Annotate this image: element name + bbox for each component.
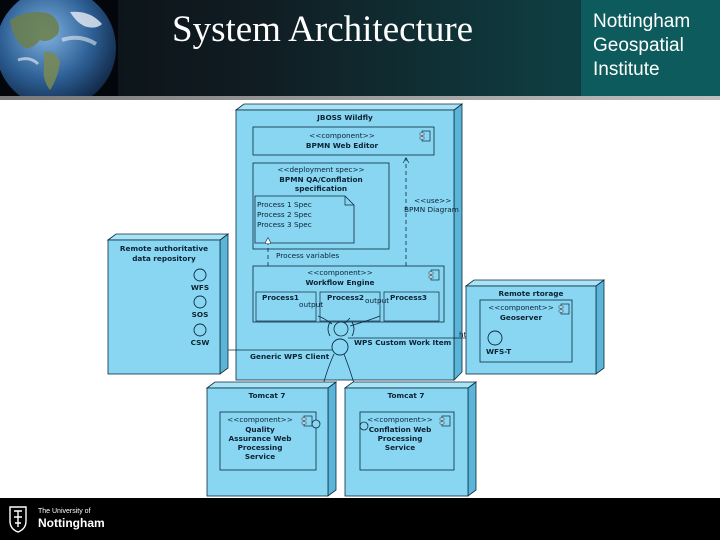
conflation-service-interface: [359, 421, 369, 431]
remote-repository-node: Remote authoritative data repository WFS…: [106, 233, 230, 375]
bpmn-web-editor-component: <<component>> BPMN Web Editor: [252, 126, 435, 156]
document-artifact: [254, 195, 355, 244]
component-stereotype: <<component>>: [307, 268, 373, 277]
process-variables-label: Process variables: [276, 251, 339, 260]
slide-footer: The University of Nottingham: [0, 498, 720, 540]
process-label: Process2: [327, 293, 364, 302]
deploy-spec-name: specification: [295, 184, 347, 193]
tomcat-node-conflation: Tomcat 7 <<component>> Conflation Web Pr…: [343, 381, 478, 497]
component-name: Quality: [245, 425, 275, 434]
tomcat-node-qa: Tomcat 7 <<component>> Quality Assurance…: [205, 381, 338, 497]
component-stereotype: <<component>>: [227, 415, 293, 424]
bpmn-diagram-label: BPMN Diagram: [404, 205, 459, 214]
node-title: Tomcat 7: [388, 391, 425, 400]
slide-title: System Architecture: [172, 9, 474, 50]
component-stereotype: <<component>>: [309, 131, 375, 140]
process-label: Process3: [390, 293, 427, 302]
component-name: Service: [245, 452, 275, 461]
wfs-t-interface: [487, 330, 503, 346]
interface-label: WFS: [191, 283, 209, 292]
component-stereotype: <<component>>: [488, 303, 554, 312]
wps-custom-work-item: WPS Custom Work Item: [354, 338, 452, 347]
process-spec: Process 3 Spec: [257, 220, 312, 229]
qa-service-interface: [311, 419, 321, 429]
node-title: Remote rtorage: [499, 289, 564, 298]
university-name: Nottingham: [38, 516, 105, 530]
institute-line: Geospatial: [593, 35, 684, 56]
component-icon: [439, 415, 451, 427]
component-icon: [419, 130, 431, 142]
deployment-spec: <<deployment spec>> BPMN QA/Conflation s…: [252, 162, 390, 250]
component-name: BPMN Web Editor: [306, 141, 379, 150]
sos-interface: [193, 295, 207, 309]
workflow-engine-component: <<component>> Workflow Engine Process1 P…: [252, 265, 445, 323]
component-icon: [558, 303, 570, 315]
wfs-interface: [193, 268, 207, 282]
institute-logo: Nottingham Geospatial Institute: [581, 0, 720, 96]
deploy-spec-name: BPMN QA/Conflation: [279, 175, 362, 184]
node-title: Tomcat 7: [249, 391, 286, 400]
component-stereotype: <<component>>: [367, 415, 433, 424]
institute-line: Institute: [593, 59, 660, 80]
node-title: Remote authoritative: [120, 244, 208, 253]
component-name: Service: [385, 443, 415, 452]
university-prefix: The University of: [38, 508, 91, 515]
process-box: [383, 291, 440, 322]
university-crest-icon: [9, 506, 27, 533]
wps-client-interface: [331, 338, 349, 356]
component-name: Processing: [378, 434, 423, 443]
component-name: Conflation Web: [369, 425, 432, 434]
output-label: output: [365, 296, 389, 305]
interface-label: WFS-T: [486, 347, 511, 356]
slide-header: System Architecture Nottingham Geospatia…: [0, 0, 720, 96]
header-divider: [0, 96, 720, 100]
uses-label: <<use>>: [414, 196, 451, 205]
jboss-title: JBOSS Wildfly: [316, 113, 373, 122]
generic-wps-client: Generic WPS Client: [250, 352, 330, 361]
process-label: Process1: [262, 293, 299, 302]
institute-line: Nottingham: [593, 11, 691, 32]
component-icon: [428, 269, 440, 281]
component-name: Processing: [238, 443, 283, 452]
deploy-spec-stereotype: <<deployment spec>>: [277, 165, 364, 174]
output-label: output: [299, 300, 323, 309]
component-name: Geoserver: [500, 313, 543, 322]
process-connections: [317, 315, 381, 337]
university-logo: The University of Nottingham: [38, 508, 105, 530]
process-box: [255, 291, 317, 322]
process-spec: Process 1 Spec: [257, 200, 312, 209]
interface-label: SOS: [192, 310, 209, 319]
component-name: Assurance Web: [228, 434, 291, 443]
csw-interface: [193, 323, 207, 337]
earth-globe-image: [0, 0, 118, 96]
component-name: Workflow Engine: [305, 278, 374, 287]
process-spec: Process 2 Spec: [257, 210, 312, 219]
process-box: [319, 291, 381, 322]
remote-storage-node: Remote rtorage <<component>> Geoserver W…: [464, 279, 606, 375]
interface-label: CSW: [191, 338, 210, 347]
node-title: data repository: [132, 254, 196, 263]
component-icon: [301, 415, 313, 427]
